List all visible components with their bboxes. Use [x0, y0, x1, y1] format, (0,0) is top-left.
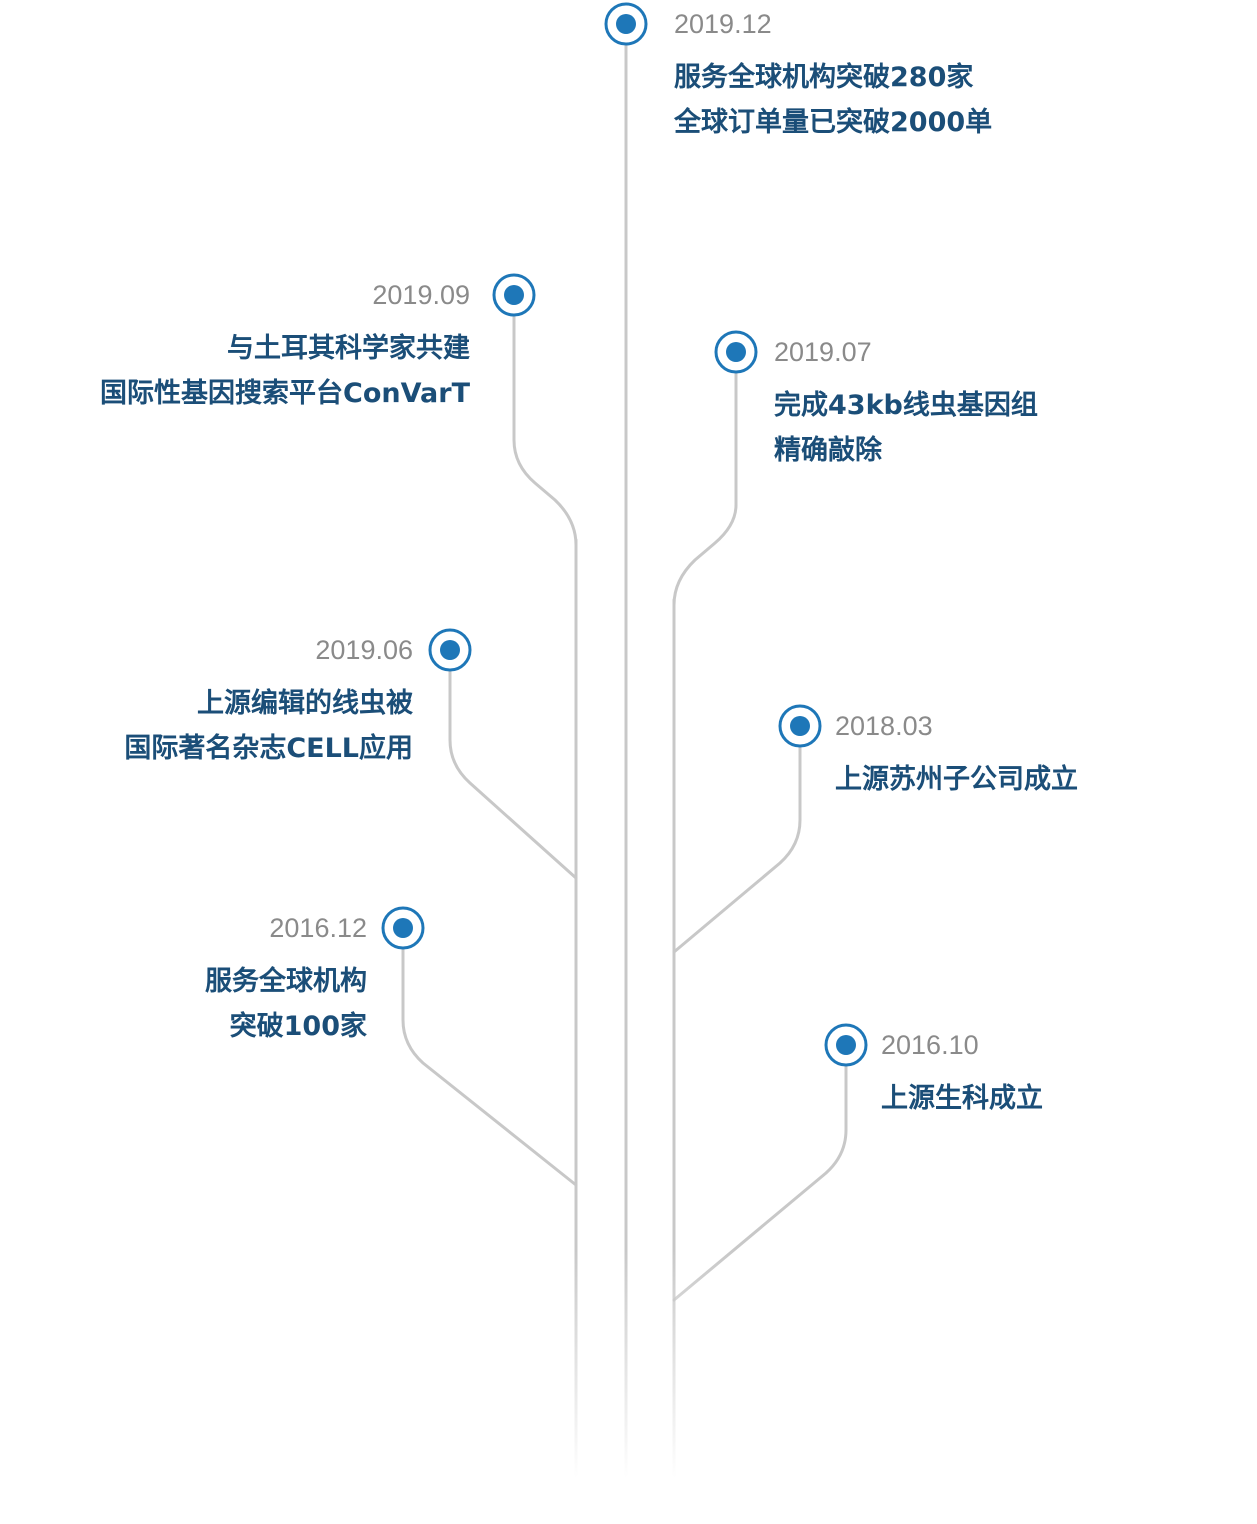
event-description: 上源苏州子公司成立: [835, 757, 1078, 802]
event-description: 与土耳其科学家共建国际性基因搜索平台ConVarT: [100, 326, 470, 416]
event-description-line: 服务全球机构突破280家: [674, 62, 974, 93]
event-description-line: 突破100家: [229, 1011, 367, 1042]
timeline-node-dot: [504, 285, 524, 305]
branch-2016-10: [672, 1043, 848, 1302]
event-description: 服务全球机构突破100家: [205, 959, 367, 1049]
event-date: 2019.07: [774, 337, 872, 367]
timeline-node-dot: [440, 640, 460, 660]
timeline-node-dot: [393, 918, 413, 938]
event-date: 2016.10: [881, 1030, 979, 1060]
branch-2019-06: [448, 648, 578, 880]
timeline-event: 2019.07 完成43kb线虫基因组精确敲除: [774, 335, 1038, 473]
timeline-node-dot: [836, 1035, 856, 1055]
event-description-line: 服务全球机构: [205, 966, 367, 997]
event-description-line: 与土耳其科学家共建: [227, 333, 470, 364]
event-description-line: 上源编辑的线虫被: [197, 688, 413, 719]
timeline-event: 2019.06 上源编辑的线虫被国际著名杂志CELL应用: [124, 633, 413, 771]
event-description: 完成43kb线虫基因组精确敲除: [774, 383, 1038, 473]
event-description-line: 精确敲除: [774, 435, 882, 466]
event-description-line: 全球订单量已突破2000单: [674, 107, 993, 138]
event-date: 2019.06: [315, 635, 413, 665]
branch-2019-07: [672, 348, 738, 607]
timeline-event: 2018.03 上源苏州子公司成立: [835, 709, 1078, 802]
event-description-line: 国际性基因搜索平台ConVarT: [100, 378, 470, 409]
branch-2018-03: [672, 724, 802, 954]
branch-2019-09: [512, 293, 578, 547]
event-description: 服务全球机构突破280家全球订单量已突破2000单: [674, 55, 992, 145]
event-description-line: 完成43kb线虫基因组: [774, 390, 1038, 421]
event-date: 2019.12: [674, 9, 772, 39]
event-description: 上源编辑的线虫被国际著名杂志CELL应用: [124, 681, 413, 771]
timeline-event: 2016.10 上源生科成立: [881, 1028, 1043, 1121]
branch-2016-12: [401, 926, 578, 1187]
event-date: 2019.09: [372, 280, 470, 310]
event-description: 上源生科成立: [881, 1076, 1043, 1121]
timeline-event: 2016.12 服务全球机构突破100家: [205, 911, 367, 1049]
timeline-node-dot: [790, 716, 810, 736]
timeline-node-dot: [726, 342, 746, 362]
timeline-node-dot: [616, 14, 636, 34]
event-description-line: 国际著名杂志CELL应用: [124, 733, 413, 764]
timeline-event: 2019.12 服务全球机构突破280家全球订单量已突破2000单: [674, 7, 992, 145]
event-description-line: 上源生科成立: [881, 1083, 1043, 1114]
event-date: 2016.12: [269, 913, 367, 943]
event-description-line: 上源苏州子公司成立: [835, 764, 1078, 795]
timeline-event: 2019.09 与土耳其科学家共建国际性基因搜索平台ConVarT: [100, 278, 470, 416]
event-date: 2018.03: [835, 711, 933, 741]
